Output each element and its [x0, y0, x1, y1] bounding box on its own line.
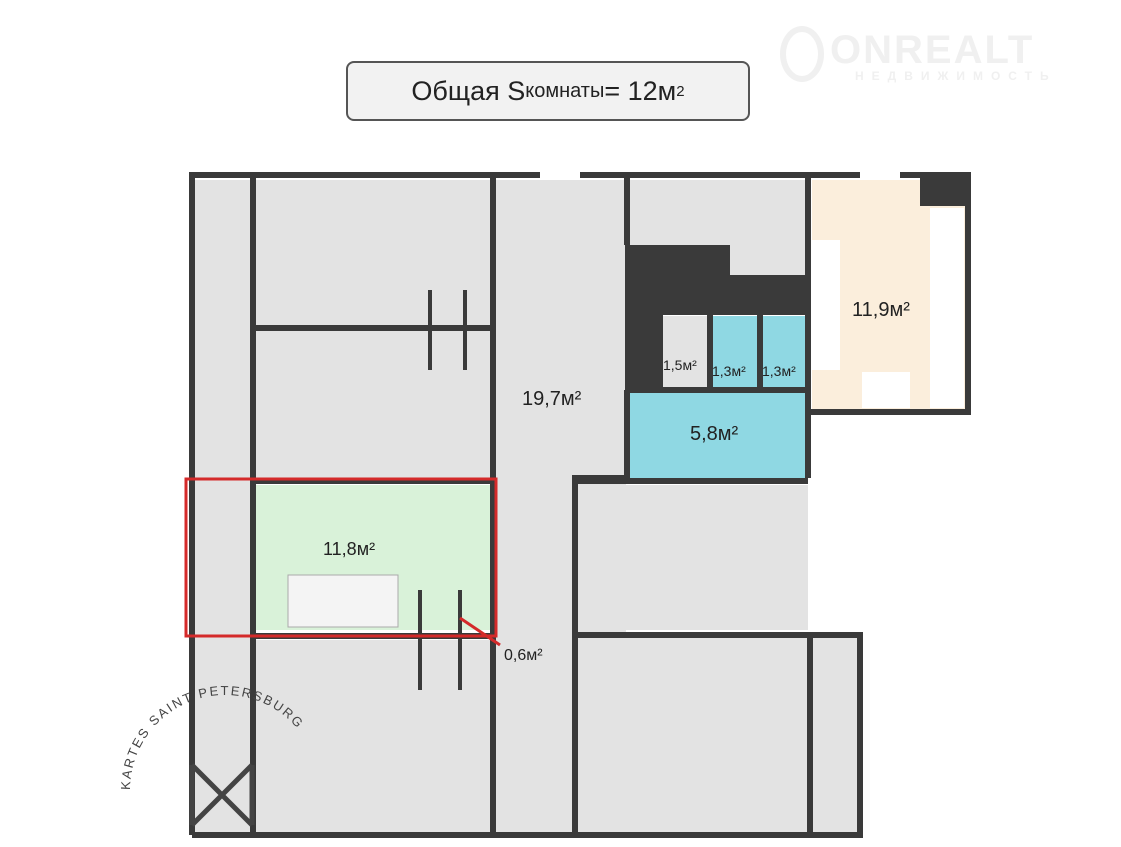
shaft-2	[625, 315, 660, 390]
kitchen-table	[862, 372, 910, 408]
shower-area: 1,3м²	[762, 363, 796, 379]
shower	[762, 316, 806, 388]
brand-tagline: НЕДВИЖИМОСТЬ	[855, 69, 1057, 83]
toilet	[712, 316, 758, 388]
title-sub: комнаты	[525, 79, 605, 102]
room-right-bottom	[578, 638, 808, 835]
closet-area: 0,6м²	[504, 647, 543, 664]
title-suffix: = 12м	[604, 75, 677, 106]
title-prefix: Общая S	[411, 75, 526, 106]
location-pin-icon	[780, 26, 824, 82]
toilet-area: 1,3м²	[712, 363, 746, 379]
kitchen-counter	[930, 208, 964, 408]
selected-room-area: 11,8м²	[323, 539, 375, 559]
room-mid-left	[256, 331, 490, 478]
room-right-narrow	[812, 638, 858, 835]
selected-room-outline	[184, 477, 498, 638]
stamp-logo-icon	[189, 763, 255, 827]
washroom-area: 5,8м²	[690, 423, 739, 445]
title-sup: 2	[676, 82, 685, 100]
storage	[662, 316, 708, 388]
left-strip	[195, 180, 250, 835]
washroom	[628, 392, 806, 478]
room-right-mid	[578, 485, 808, 630]
room-top-left	[256, 180, 490, 325]
kitchen-column	[920, 173, 968, 206]
corridor-area: 19,7м²	[522, 388, 582, 410]
closet-pointer	[459, 616, 501, 647]
stove-counter	[812, 240, 840, 370]
storage-area: 1,5м²	[663, 357, 697, 373]
rooms	[195, 173, 968, 835]
kitchen-area: 11,9м²	[852, 299, 910, 321]
brand-name: ONREALT	[830, 28, 1035, 72]
bed	[287, 574, 399, 628]
brand-watermark: ONREALT НЕДВИЖИМОСТЬ	[780, 26, 1057, 83]
walls	[189, 172, 971, 838]
shaft	[625, 245, 808, 315]
room-bottom-left	[256, 640, 490, 835]
